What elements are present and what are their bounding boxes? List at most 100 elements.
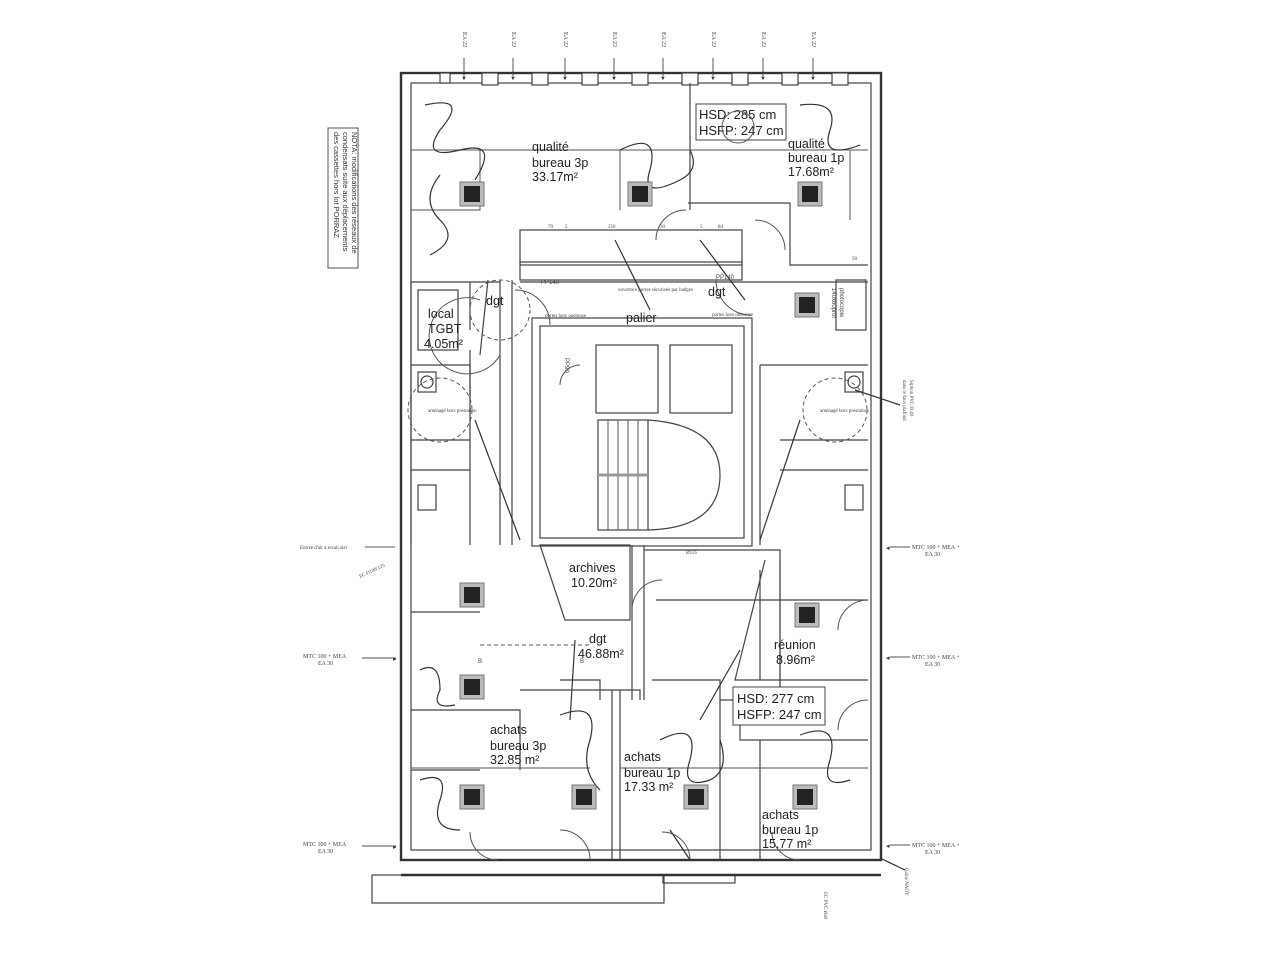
svg-text:EA 30: EA 30 [925, 662, 940, 668]
vent-label: EA 22 [660, 32, 666, 47]
pp140-left: PP140 [541, 280, 560, 286]
dimension: 79 [548, 225, 554, 230]
top-vent-1: EA 22▼ [461, 32, 467, 82]
svg-text:◂: ◂ [886, 655, 890, 662]
top-vent-2: EA 22 ▼ [510, 32, 516, 82]
svg-text:◂: ◂ [886, 843, 890, 850]
height-box-top: HSD: 285 cm HSFP: 247 cm [695, 103, 787, 144]
cassette-icon [792, 784, 818, 810]
diameter-125: Ø125 [686, 551, 698, 556]
note-line-1: NOTA: modifications des réseaux de [350, 132, 359, 254]
pp90: PP90 [563, 358, 569, 373]
hsfp-value: HSFP: 247 cm [699, 123, 784, 138]
portes-left: portes hors onéreuse [545, 314, 587, 319]
note-line-2: condensats suite aux déplacements [341, 132, 350, 251]
svg-text:MTC 100 + MEA +: MTC 100 + MEA + [912, 545, 960, 551]
room-name: local [428, 307, 454, 321]
side-vent: MTC 100 + MEA EA 30 ▸ [303, 842, 397, 855]
room-archives: archives 10.20m² [569, 561, 617, 590]
room-name: dgt [589, 632, 607, 646]
cassette-icon [459, 582, 485, 608]
room-type: bureau 3p [532, 156, 588, 170]
room-dgt-left: dgt [486, 294, 504, 308]
cassette-icon [794, 292, 820, 318]
svg-text:140x80prof: 140x80prof [830, 288, 836, 318]
svg-text:EA 30: EA 30 [925, 552, 940, 558]
nota-note: NOTA: modifications des réseaux de conde… [327, 127, 359, 269]
side-vent: MTC 100 + MEA EA 30 ▸ [303, 654, 397, 667]
top-vent-7: EA 22▼ [760, 32, 766, 82]
side-vent: ◂ MTC 100 + MEA + EA 30 [886, 655, 960, 668]
svg-text:dans le faux plafond: dans le faux plafond [901, 380, 906, 421]
cassette-icon [571, 784, 597, 810]
vent-label: EA 22 [710, 32, 716, 47]
svg-text:EA 30: EA 30 [318, 661, 333, 667]
vent-label: EA 22 [810, 32, 816, 47]
interior-walls [410, 83, 868, 860]
side-vent: ◂ MTC 100 + MEA + EA 30 [886, 545, 960, 558]
dimension: 30 [660, 225, 666, 230]
side-vents-left: MTC 100 + MEA EA 30 ▸ MTC 100 + MEA EA 3… [303, 654, 397, 855]
portes-right: portes hors onéreuse [712, 313, 754, 318]
amenage-left: aménagé hors prestation [428, 409, 477, 414]
cassette-icon [797, 181, 823, 207]
door-swings [428, 209, 869, 861]
svg-text:▼: ▼ [760, 76, 766, 82]
cassette-icon [683, 784, 709, 810]
room-type: TGBT [428, 322, 462, 336]
hsfp-value: HSFP: 247 cm [737, 707, 822, 722]
svg-text:Siphon PVC Ø 40: Siphon PVC Ø 40 [908, 380, 913, 417]
vent-label: EA 22 [510, 32, 516, 47]
room-achats-3p: achats bureau 3p 32.85 m² [490, 723, 546, 767]
top-vent-5: EA 22 ▼ [660, 32, 666, 82]
room-qualite-3p: qualité bureau 3p 33.17m² [532, 140, 588, 184]
dimension: 84 [718, 225, 724, 230]
room-area: 15.77 m² [762, 837, 811, 851]
svg-text:MTC 100 + MEA: MTC 100 + MEA [303, 842, 347, 848]
svg-text:◂: ◂ [886, 545, 890, 552]
annotations: PP140 PP140 PP90 photocopie 140x80prof p… [300, 225, 913, 920]
top-vent-3: EA 22▼ [562, 32, 568, 82]
hsd-value: HSD: 277 cm [737, 691, 814, 706]
cassette-icon [459, 181, 485, 207]
room-name: achats [762, 808, 799, 822]
cassette-icon [794, 602, 820, 628]
room-area: 33.17m² [532, 170, 578, 184]
room-dgt-right: dgt [708, 285, 726, 299]
room-area: 10.20m² [571, 576, 617, 590]
room-name: achats [490, 723, 527, 737]
room-name: réunion [774, 638, 816, 652]
side-vents-right: ◂ MTC 100 + MEA + EA 30 ◂ MTC 100 + MEA … [886, 545, 960, 856]
dimension: 5 [565, 225, 568, 230]
room-qualite-1p: qualité bureau 1p 17.68m² [788, 137, 844, 179]
hsd-value: HSD: 285 cm [699, 107, 776, 122]
room-type: bureau 1p [624, 766, 680, 780]
room-area: 17.33 m² [624, 780, 673, 794]
room-dgt-central: dgt 46.88m² [578, 632, 624, 661]
room-name: achats [624, 750, 661, 764]
side-vent: ◂ MTC 100 + MEA + EA 30 [886, 843, 960, 856]
cassette-icon [459, 784, 485, 810]
bottom-pvc-note: EC PVC Ø40 [822, 892, 827, 920]
svg-text:▼: ▼ [660, 76, 666, 82]
room-area: 4.05m² [424, 337, 463, 351]
room-area: 17.68m² [788, 165, 834, 179]
vent-label: EA 22 [611, 32, 617, 47]
room-palier: palier [626, 311, 657, 325]
svg-text:▼: ▼ [810, 76, 816, 82]
room-area: 8.96m² [776, 653, 815, 667]
svg-text:▼: ▼ [611, 76, 617, 82]
ceiling-cassettes [459, 181, 823, 810]
dimension: 50 [852, 257, 858, 262]
height-box-bottom: HSD: 277 cm HSFP: 247 cm [732, 686, 826, 726]
room-name: qualité [532, 140, 569, 154]
siphon-note: Siphon PVC Ø 40 dans le faux plafond [901, 380, 913, 421]
cassette-icon [459, 674, 485, 700]
top-vent-4: EA 22 ▼ [611, 32, 617, 82]
dimension: 250 [608, 225, 616, 230]
section-marker-b: B [478, 659, 482, 665]
photocopie-label: photocopie 140x80prof [830, 288, 844, 318]
room-type: bureau 1p [788, 151, 844, 165]
svg-text:▼: ▼ [510, 76, 516, 82]
